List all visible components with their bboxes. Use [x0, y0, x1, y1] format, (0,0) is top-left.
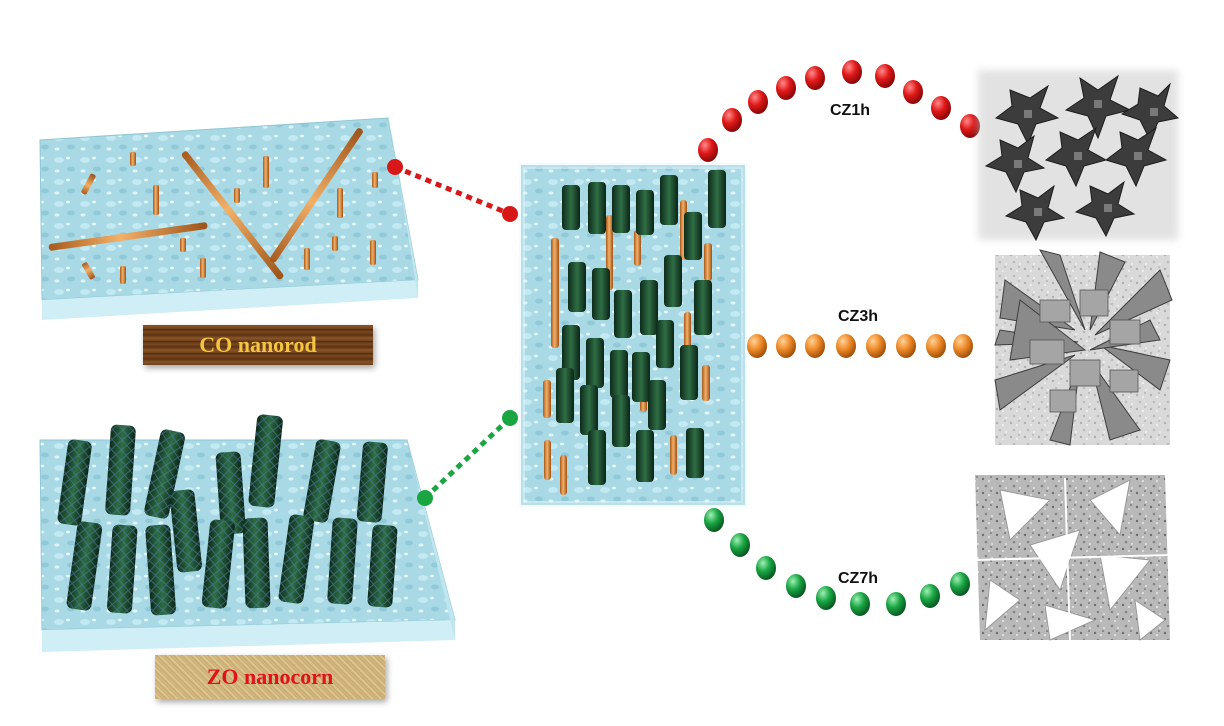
co-nanorod-plate [40, 118, 418, 320]
cz1h-label: CZ1h [830, 102, 870, 120]
zo-nanocorn-plate [40, 414, 455, 652]
green-bead-path [704, 508, 970, 616]
flower-cluster-icon [995, 250, 1172, 445]
orange-bead-path [747, 334, 973, 358]
connector-zo-to-composite [417, 410, 518, 506]
cz7h-label: CZ7h [838, 570, 878, 588]
zo-nanocorn-label: ZO nanocorn [155, 655, 385, 699]
co-nanorod-label: CO nanorod [143, 325, 373, 365]
cz3h-label: CZ3h [838, 308, 878, 326]
star-cluster-icon [978, 70, 1178, 240]
connector-co-to-composite [387, 159, 518, 222]
sheet-cluster-icon [975, 475, 1170, 640]
composite-plate [522, 166, 744, 504]
